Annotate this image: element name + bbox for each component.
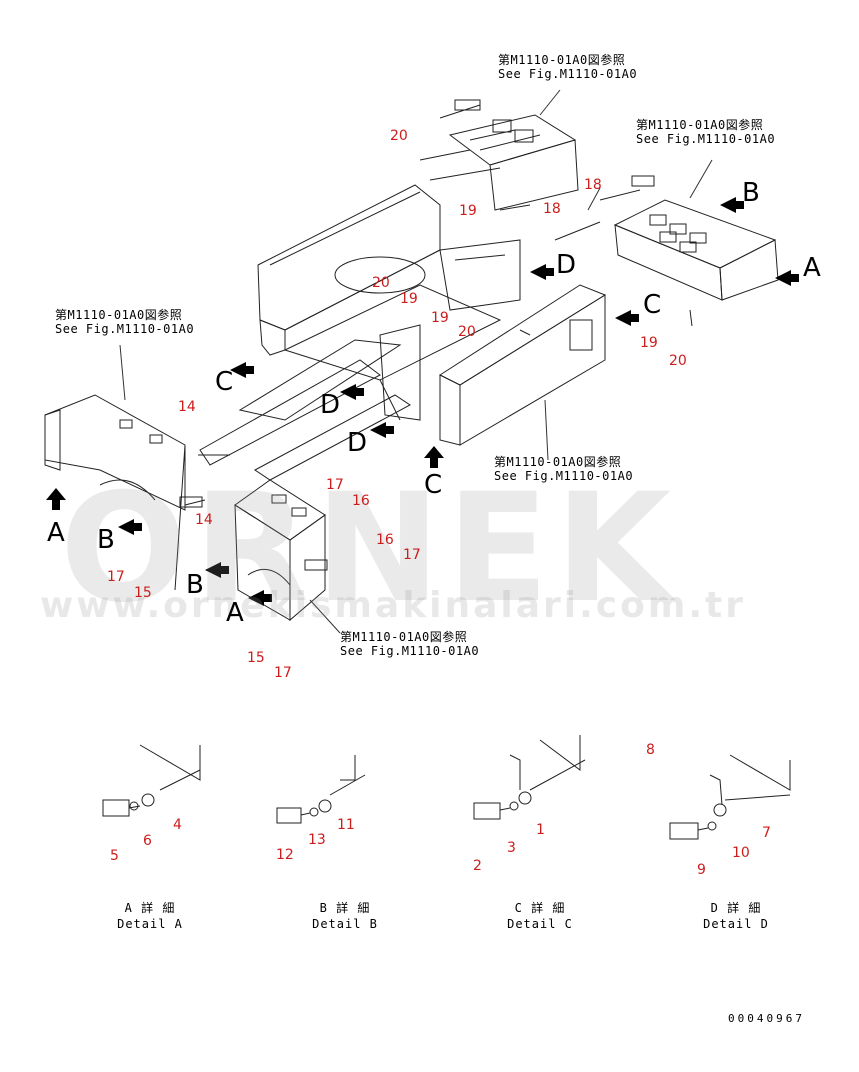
view-letter: D bbox=[556, 250, 577, 280]
strip-drawing bbox=[198, 339, 411, 481]
watermark-url: www.ornekismakinalari.com.tr bbox=[40, 585, 747, 626]
detail-d-drawing bbox=[669, 754, 791, 840]
view-letter: B bbox=[97, 525, 115, 555]
part-number: 14 bbox=[178, 399, 196, 415]
detail-a-drawing bbox=[102, 744, 201, 817]
part-number: 19 bbox=[400, 291, 418, 307]
part-number: 14 bbox=[195, 512, 213, 528]
part-number: 20 bbox=[372, 275, 390, 291]
part-number: 15 bbox=[134, 585, 152, 601]
part-number: 7 bbox=[762, 825, 771, 841]
view-arrows bbox=[46, 197, 799, 606]
view-letter: C bbox=[424, 470, 443, 500]
drawing-code: 00040967 bbox=[728, 1012, 805, 1025]
part-number: 15 bbox=[247, 650, 265, 666]
watermark-brand: ORNEK bbox=[60, 462, 678, 636]
part-number: 20 bbox=[390, 128, 408, 144]
front-cover-drawing bbox=[234, 479, 328, 622]
part-number: 18 bbox=[584, 177, 602, 193]
part-number: 17 bbox=[274, 665, 292, 681]
left-cover-drawing bbox=[44, 394, 206, 591]
part-number: 10 bbox=[732, 845, 750, 861]
part-number: 13 bbox=[308, 832, 326, 848]
part-number: 17 bbox=[107, 569, 125, 585]
part-number: 6 bbox=[143, 833, 152, 849]
view-letter: A bbox=[226, 598, 244, 628]
part-number: 8 bbox=[646, 742, 655, 758]
view-letter: A bbox=[47, 518, 65, 548]
part-number: 19 bbox=[459, 203, 477, 219]
part-number: 11 bbox=[337, 817, 355, 833]
part-number: 17 bbox=[326, 477, 344, 493]
part-number: 9 bbox=[697, 862, 706, 878]
view-letter: B bbox=[186, 570, 204, 600]
detail-b-drawing bbox=[276, 755, 366, 824]
part-number: 17 bbox=[403, 547, 421, 563]
leader-lines bbox=[119, 89, 713, 634]
part-number: 19 bbox=[431, 310, 449, 326]
part-number: 16 bbox=[376, 532, 394, 548]
part-number: 19 bbox=[640, 335, 658, 351]
part-number: 1 bbox=[536, 822, 545, 838]
view-letter: D bbox=[347, 428, 368, 458]
view-letter: C bbox=[643, 290, 662, 320]
part-number: 20 bbox=[458, 324, 476, 340]
part-number: 20 bbox=[669, 353, 687, 369]
main-frame-drawing bbox=[257, 184, 521, 421]
part-number: 18 bbox=[543, 201, 561, 217]
part-number: 2 bbox=[473, 858, 482, 874]
part-number: 12 bbox=[276, 847, 294, 863]
view-letter: B bbox=[742, 178, 760, 208]
right-plate-drawing bbox=[554, 175, 779, 327]
view-letter: A bbox=[803, 253, 821, 283]
view-letter: D bbox=[320, 390, 341, 420]
side-box-drawing bbox=[438, 284, 607, 446]
view-letter: C bbox=[215, 367, 234, 397]
detail-c-drawing bbox=[473, 735, 586, 820]
top-plate-drawing bbox=[419, 99, 579, 211]
part-number: 3 bbox=[507, 840, 516, 856]
part-number: 4 bbox=[173, 817, 182, 833]
part-number: 16 bbox=[352, 493, 370, 509]
part-number: 5 bbox=[110, 848, 119, 864]
